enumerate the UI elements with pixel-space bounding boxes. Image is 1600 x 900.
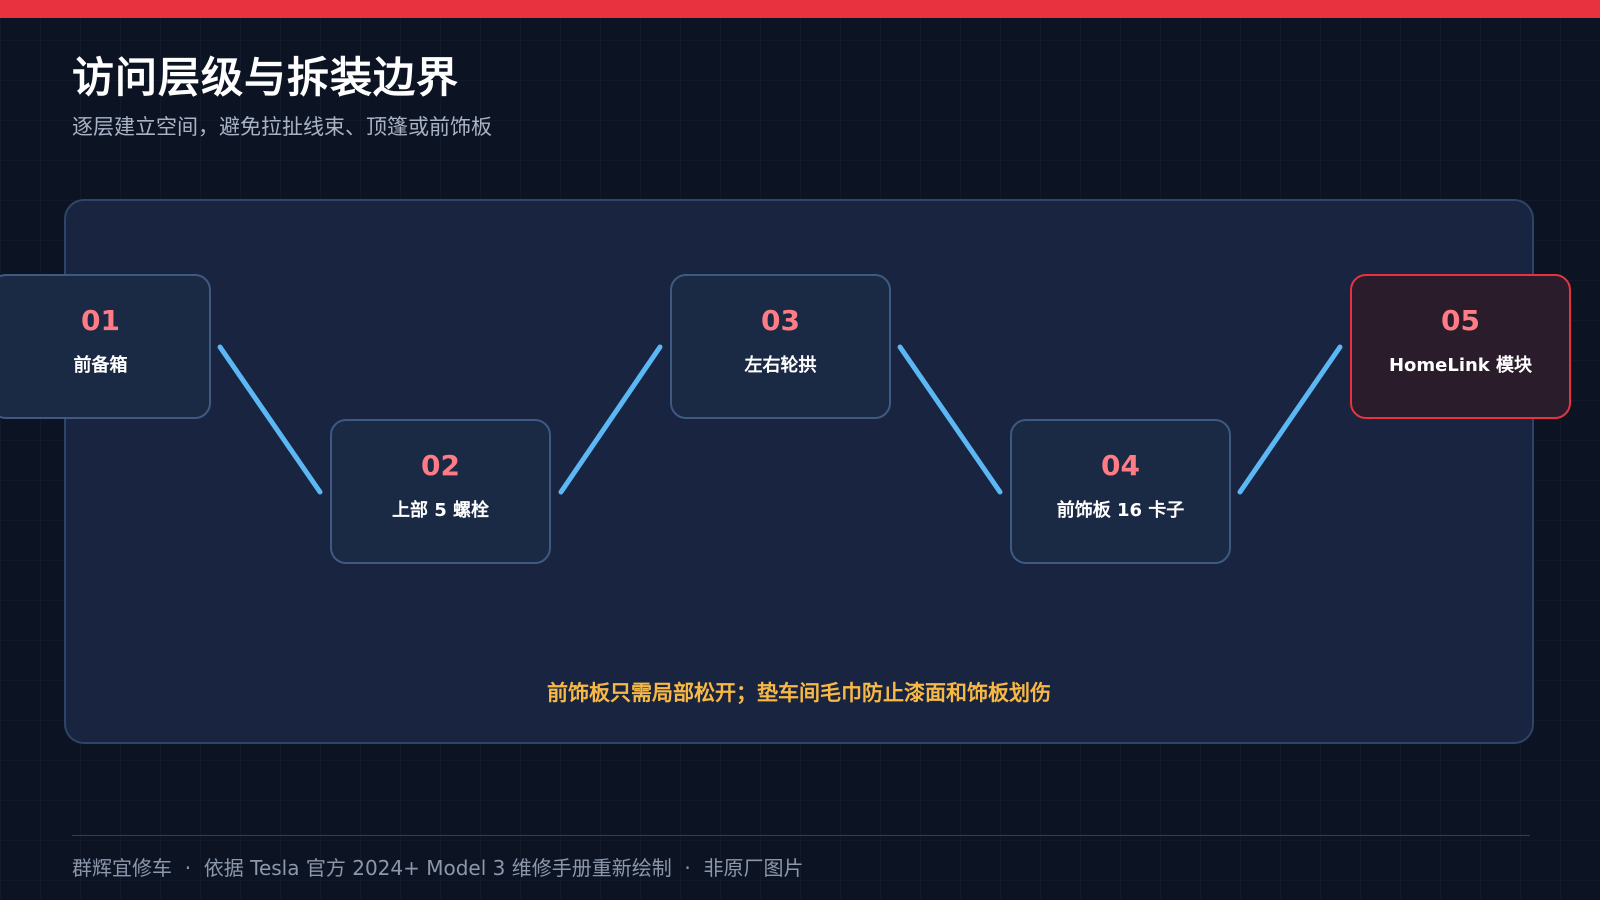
- step-number: 04: [1101, 449, 1140, 482]
- footer-credits: 群辉宜修车 · 依据 Tesla 官方 2024+ Model 3 维修手册重新…: [72, 856, 804, 880]
- step-number: 01: [81, 304, 120, 337]
- step-card-4: 04 前饰板 16 卡子: [1010, 419, 1231, 564]
- caution-note: 前饰板只需局部松开；垫车间毛巾防止漆面和饰板划伤: [547, 681, 1051, 705]
- step-card-1: 01 前备箱: [0, 274, 211, 419]
- page-title: 访问层级与拆装边界: [72, 53, 460, 102]
- step-number: 02: [421, 449, 460, 482]
- step-label: 前饰板 16 卡子: [1056, 500, 1185, 521]
- step-label: 前备箱: [73, 355, 128, 376]
- step-card-5: 05 HomeLink 模块: [1350, 274, 1571, 419]
- top-accent-bar: [0, 0, 1600, 18]
- step-label: 上部 5 螺栓: [391, 500, 490, 521]
- step-card-3: 03 左右轮拱: [670, 274, 891, 419]
- page-subtitle: 逐层建立空间，避免拉扯线束、顶篷或前饰板: [72, 115, 492, 139]
- step-number: 05: [1441, 304, 1480, 337]
- step-card-2: 02 上部 5 螺栓: [330, 419, 551, 564]
- step-label: HomeLink 模块: [1388, 355, 1533, 376]
- footer-divider: [72, 835, 1530, 836]
- step-label: 左右轮拱: [744, 355, 817, 376]
- step-number: 03: [761, 304, 800, 337]
